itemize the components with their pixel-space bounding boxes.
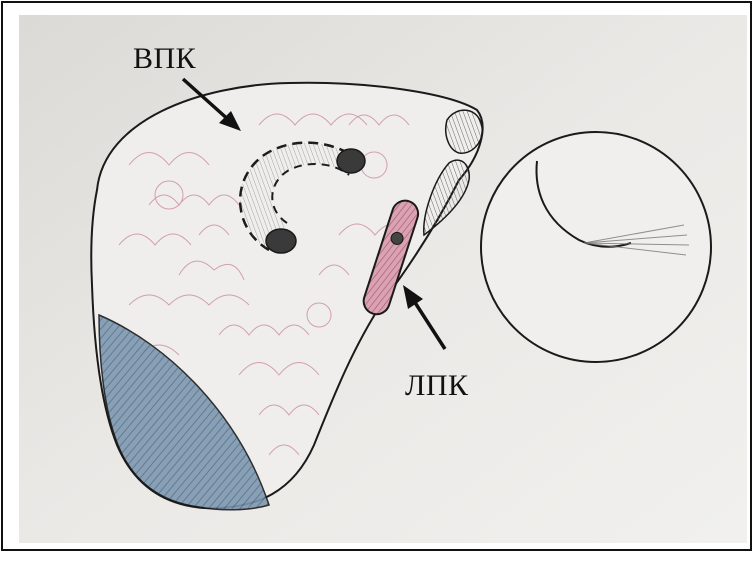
circle-structure <box>481 132 711 362</box>
hatched-lobe-top <box>446 110 482 153</box>
label-lower: ЛПК <box>405 369 469 403</box>
sketch-drawing <box>19 15 747 543</box>
label-upper: ВПК <box>133 42 196 76</box>
node-lower <box>266 229 296 253</box>
node-upper <box>337 149 365 173</box>
